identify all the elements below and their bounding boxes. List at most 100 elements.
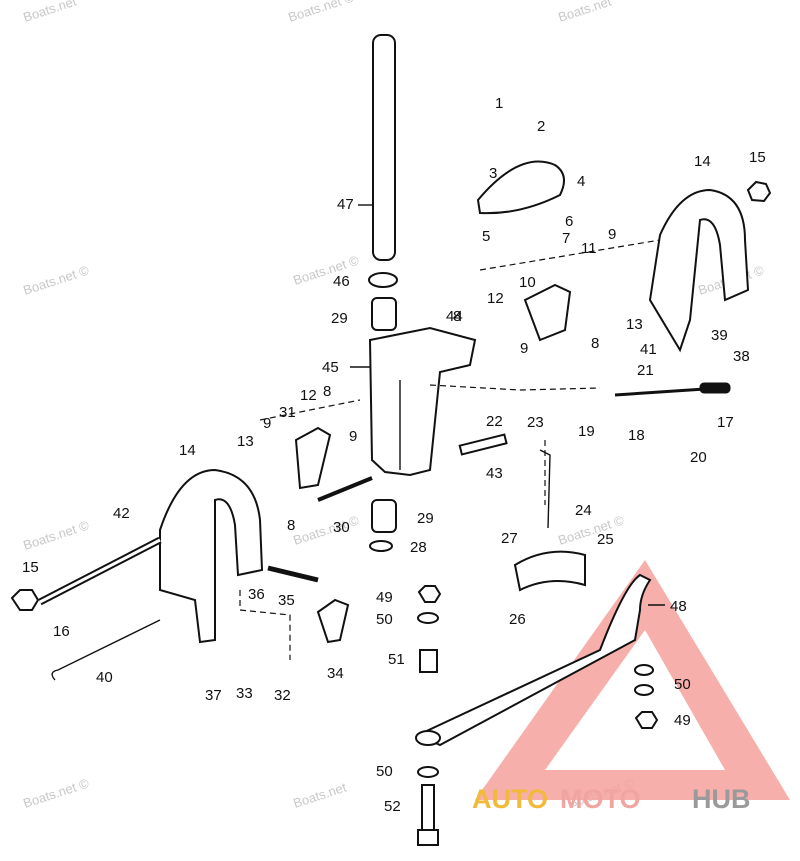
callout-27: 27 [501, 530, 518, 547]
callout-15: 15 [749, 149, 766, 166]
callout-8: 8 [323, 383, 331, 400]
callout-9: 9 [349, 428, 357, 445]
callout-17: 17 [717, 414, 734, 431]
callout-52: 52 [384, 798, 401, 815]
lock-25 [513, 550, 586, 592]
callout-32: 32 [274, 687, 291, 704]
watermark-text: Boats.net © [291, 512, 361, 547]
callout-12: 12 [300, 387, 317, 404]
callout-26: 26 [509, 611, 526, 628]
washer-46 [368, 272, 398, 288]
tiller-eye [415, 730, 441, 746]
watermark-text: Boats.net [291, 779, 348, 810]
callout-50: 50 [376, 611, 393, 628]
callout-29: 29 [331, 310, 348, 327]
callout-11: 11 [581, 240, 597, 257]
callout-15: 15 [22, 559, 39, 576]
callout-46: 46 [333, 273, 350, 290]
watermark-text: Boats.net [556, 0, 613, 25]
callout-20: 20 [690, 449, 707, 466]
transom-bracket-left [159, 468, 264, 644]
callout-51: 51 [388, 651, 405, 668]
nut-49-right [634, 711, 659, 729]
watermark-text: Boats.net © [286, 0, 356, 25]
callout-14: 14 [694, 153, 711, 170]
callout-34: 34 [327, 665, 344, 682]
transom-bracket-right [648, 188, 750, 353]
brand-moto: MOTO [560, 784, 641, 814]
callout-16: 16 [53, 623, 70, 640]
callout-23: 23 [527, 414, 544, 431]
callout-29: 29 [417, 510, 434, 527]
callout-38: 38 [733, 348, 750, 365]
washer-50-top [417, 612, 439, 624]
callout-42: 42 [113, 505, 130, 522]
callout-12: 12 [487, 290, 504, 307]
guide-4 [479, 239, 661, 271]
callout-9: 9 [263, 415, 271, 432]
watermark-text: Boats.net © [21, 517, 91, 552]
plate-34 [316, 598, 350, 644]
callout-9: 9 [520, 340, 528, 357]
callout-13: 13 [626, 316, 643, 333]
callout-49: 49 [376, 589, 393, 606]
tilt-tube-inner [39, 538, 161, 604]
guide-1 [429, 384, 601, 391]
callout-33: 33 [236, 685, 253, 702]
callout-47: 47 [337, 196, 354, 213]
callout-9: 9 [608, 226, 616, 243]
callout-22: 22 [486, 413, 503, 430]
callout-48: 48 [670, 598, 687, 615]
callout-45: 45 [322, 359, 339, 376]
bolt-52-head [417, 829, 439, 846]
callout-2: 2 [537, 118, 545, 135]
washer-50-right-b [634, 684, 654, 696]
callout-8: 8 [591, 335, 599, 352]
brand-auto: AUTO [472, 784, 548, 814]
callout-31: 31 [279, 404, 296, 421]
callout-13: 13 [237, 433, 254, 450]
callout-28: 28 [410, 539, 427, 556]
watermark-text: Boats.net © [21, 775, 91, 810]
callout-24: 24 [575, 502, 592, 519]
guide-2 [239, 590, 291, 660]
callout-39: 39 [711, 327, 728, 344]
bolt-30 [317, 476, 373, 502]
callout-8: 8 [453, 308, 461, 325]
nut-15-left [10, 589, 40, 611]
watermark-text: Boats.net [21, 0, 78, 25]
brand-hub: HUB [692, 784, 751, 814]
logo-triangle-inner [545, 630, 725, 770]
label-strip-43 [458, 433, 508, 456]
brand-logo: AUTO MOTO HUB [472, 560, 790, 814]
bushing-29-bottom [371, 499, 397, 533]
callout-50: 50 [376, 763, 393, 780]
callout-8: 8 [287, 517, 295, 534]
guide-3 [259, 399, 361, 421]
callout-50: 50 [674, 676, 691, 693]
callout-49: 49 [674, 712, 691, 729]
callout-44: 44 [446, 308, 463, 325]
callout-35: 35 [278, 592, 295, 609]
callout-10: 10 [519, 274, 536, 291]
bushing-29-top [371, 297, 397, 331]
o-ring-28 [369, 540, 393, 552]
nut-49-top [417, 585, 442, 603]
callout-18: 18 [628, 427, 645, 444]
callout-43: 43 [486, 465, 503, 482]
callout-36: 36 [248, 586, 265, 603]
callout-7: 7 [562, 230, 570, 247]
callout-21: 21 [637, 362, 654, 379]
bushing-51 [419, 649, 438, 673]
steering-tube [372, 34, 396, 261]
washer-50-bottom [417, 766, 439, 778]
callout-40: 40 [96, 669, 113, 686]
callout-5: 5 [482, 228, 490, 245]
stud-36 [267, 565, 319, 583]
plate-10 [523, 283, 572, 342]
callout-30: 30 [333, 519, 350, 536]
swivel-bracket [368, 326, 477, 477]
callout-19: 19 [578, 423, 595, 440]
